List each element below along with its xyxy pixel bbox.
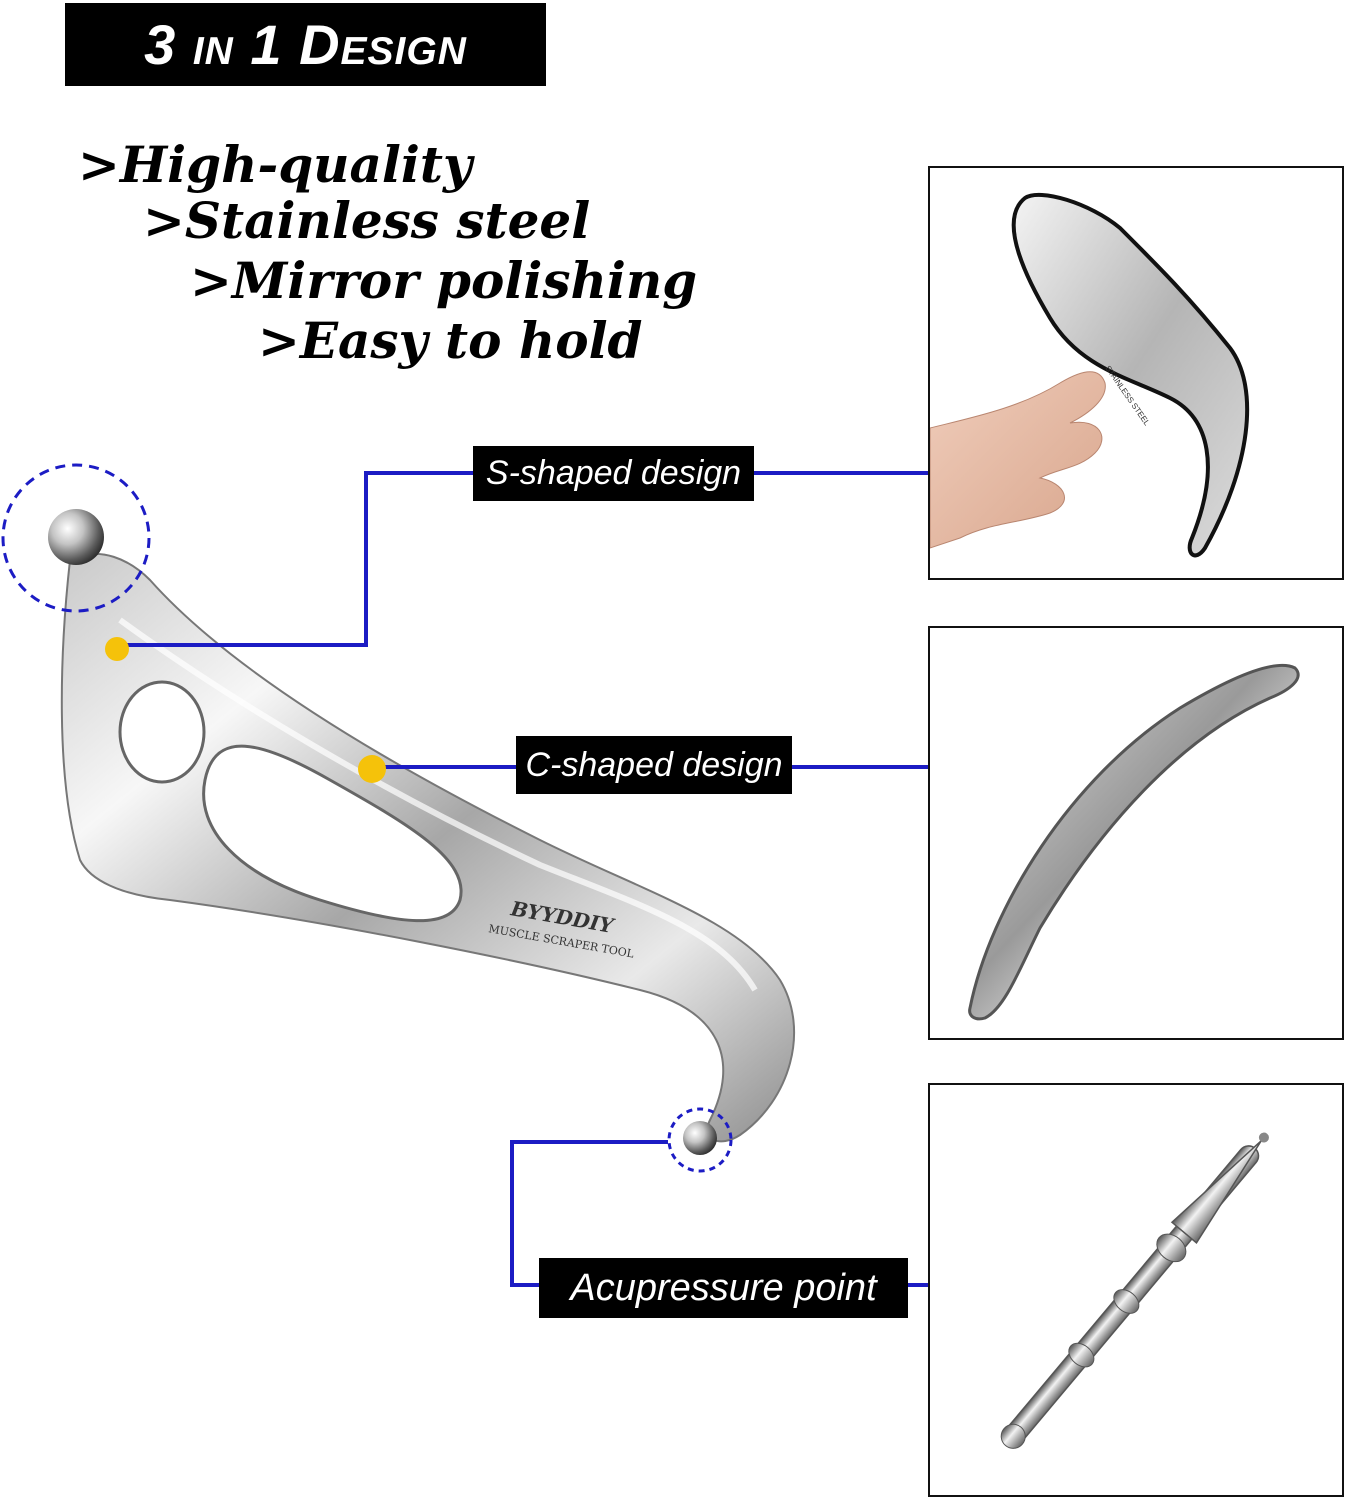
label-s-shaped-design: S-shaped design [473, 446, 754, 501]
ball-tip-bottom [683, 1121, 717, 1155]
label-acupressure-text: Acupressure point [570, 1266, 877, 1309]
label-c-shaped-text: C-shaped design [525, 745, 783, 784]
label-s-shaped-text: S-shaped design [485, 454, 742, 492]
scraper-round-hole [118, 680, 206, 784]
connector-acupressure [510, 1140, 668, 1287]
photo-s-shaped-tool: STAINLESS STEEL [928, 166, 1344, 580]
yellow-dot-c [358, 755, 386, 783]
feature-stainless-steel: >Stainless steel [143, 191, 591, 250]
feature-mirror-polishing: >Mirror polishing [190, 251, 698, 310]
banner-title: 3 in 1 Design [144, 13, 467, 76]
design-banner: 3 in 1 Design [65, 3, 546, 86]
dashed-circle-top [1, 463, 151, 613]
feature-high-quality: >High-quality [78, 135, 473, 194]
photo-c-shaped-tool [928, 626, 1344, 1040]
ball-tip-top [48, 509, 104, 565]
dashed-circle-bottom [667, 1107, 733, 1173]
label-acupressure-point: Acupressure point [539, 1258, 908, 1318]
feature-easy-to-hold: >Easy to hold [258, 311, 643, 370]
scraper-oval-hole [202, 744, 463, 923]
connector-s-shaped [118, 471, 475, 647]
photo-acupressure-pen [928, 1083, 1344, 1497]
label-c-shaped-design: C-shaped design [516, 736, 792, 794]
yellow-dot-s [105, 637, 129, 661]
